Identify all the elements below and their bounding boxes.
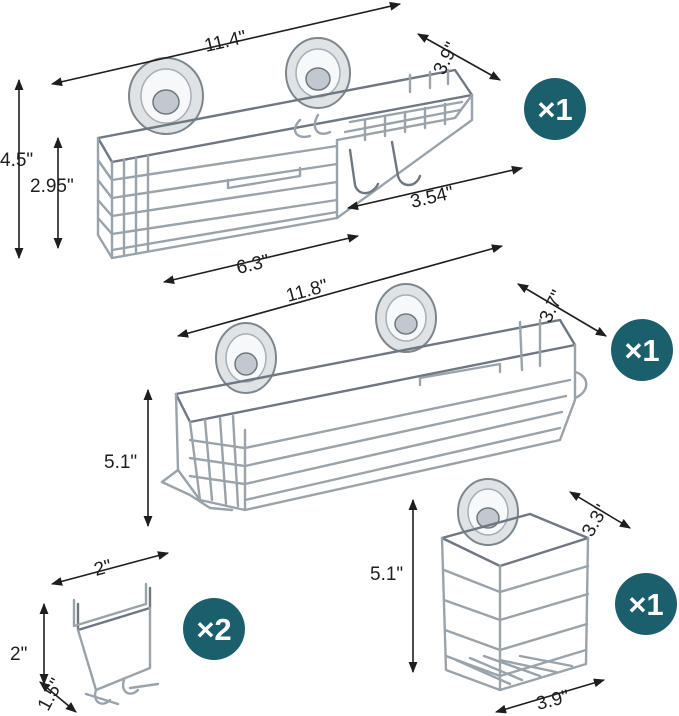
svg-text:×1: ×1 <box>628 587 663 622</box>
svg-text:2": 2" <box>10 644 27 665</box>
suction-cup-icon <box>128 57 204 135</box>
dimension-length-11-8: 11.8" <box>176 244 504 338</box>
hook-wireframe <box>72 582 160 706</box>
dimension-depth-3-7: 3.7" <box>517 283 607 337</box>
dimension-height-5-1: 5.1" <box>104 388 153 528</box>
svg-text:6.3": 6.3" <box>234 251 271 279</box>
suction-cup-icon <box>375 283 437 353</box>
product-razor-hook: 2" 2" 1.5" ×2 <box>10 551 245 714</box>
dimension-height-4-5: 4.5" <box>0 78 33 260</box>
dimension-height-5-1: 5.1" <box>370 498 418 674</box>
basket-wireframe <box>96 68 474 260</box>
svg-text:5.1": 5.1" <box>104 452 137 473</box>
holder-wireframe <box>440 512 590 692</box>
dimension-depth-1-5: 1.5" <box>34 675 77 714</box>
dimension-height-2: 2" <box>10 602 49 686</box>
product-basket-with-soap-dish: 11.4" 3.9" 4.5" 2.95" 3.54" 6.3" ×1 <box>0 1 586 285</box>
svg-text:3.54": 3.54" <box>408 183 455 213</box>
basket-wireframe <box>160 318 588 512</box>
quantity-badge: ×1 <box>524 78 586 140</box>
suction-cup-icon <box>457 478 519 546</box>
quantity-badge: ×1 <box>611 319 673 381</box>
product-long-basket: 11.8" 3.7" 5.1" ×1 <box>104 244 673 528</box>
dimension-height-2-95: 2.95" <box>30 136 74 250</box>
quantity-badge: ×2 <box>183 598 245 660</box>
svg-text:11.4": 11.4" <box>202 27 248 57</box>
svg-text:3.7": 3.7" <box>536 287 569 326</box>
svg-text:3.9": 3.9" <box>534 686 571 714</box>
svg-text:×2: ×2 <box>196 612 231 647</box>
svg-text:×1: ×1 <box>624 333 659 368</box>
product-toothbrush-holder: 5.1" 3.3" 3.9" ×1 <box>370 478 677 715</box>
quantity-badge: ×1 <box>615 573 677 635</box>
suction-cup-icon <box>215 322 277 394</box>
svg-text:2.95": 2.95" <box>30 176 74 197</box>
svg-text:5.1": 5.1" <box>370 564 403 585</box>
suction-cup-icon <box>285 37 351 109</box>
dimension-width-2: 2" <box>50 551 170 586</box>
svg-text:4.5": 4.5" <box>0 150 33 171</box>
svg-text:11.8": 11.8" <box>284 276 330 307</box>
svg-text:3.3": 3.3" <box>578 501 613 540</box>
svg-text:1.5": 1.5" <box>34 675 68 714</box>
svg-text:×1: ×1 <box>537 92 572 127</box>
svg-text:2": 2" <box>92 556 114 581</box>
